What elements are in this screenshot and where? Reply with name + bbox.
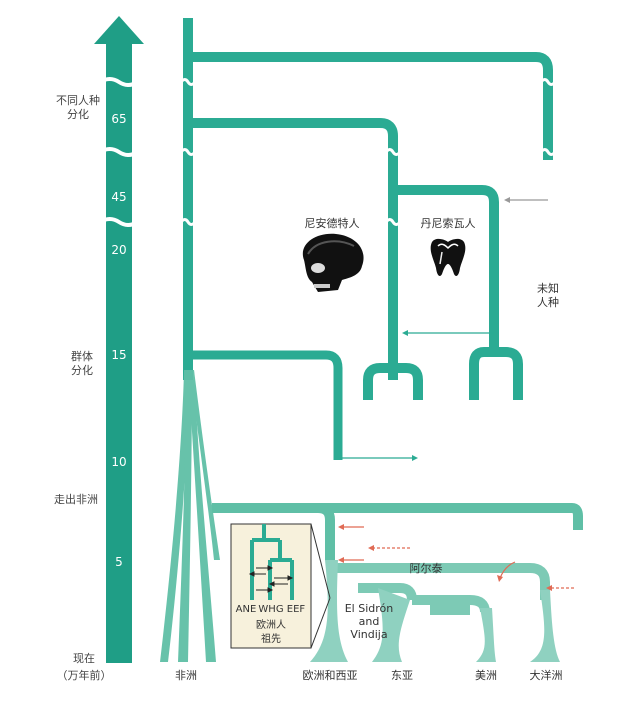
divergence-label-2: 分化 (67, 107, 89, 121)
tick-10: 10 (111, 455, 126, 469)
tooth-icon (430, 238, 466, 276)
divergence-label-1: 不同人种 (56, 93, 100, 107)
unknown-label-2: 人种 (537, 295, 559, 309)
tick-65: 65 (111, 112, 126, 126)
skull-icon (302, 233, 364, 292)
region-americas: 美洲 (475, 669, 497, 682)
africa-splits (188, 350, 343, 460)
time-axis: 65 45 20 15 10 5 (94, 16, 144, 663)
unknown-branch (188, 52, 553, 275)
tag-eef: EEF (287, 604, 306, 615)
tick-5: 5 (115, 555, 123, 569)
tick-15: 15 (111, 348, 126, 362)
region-oceania: 大洋洲 (530, 668, 563, 682)
region-europe-west-asia: 欧洲和西亚 (303, 669, 358, 682)
denisovan-label: 丹尼索瓦人 (421, 216, 476, 230)
arrow-up-icon (94, 16, 144, 44)
european-ancestry-inset: ANE WHG EEF 欧洲人 祖先 (230, 523, 331, 649)
tag-whg: WHG (258, 604, 283, 615)
region-east-asia: 东亚 (391, 669, 413, 682)
africa-lineages (160, 370, 220, 662)
altai-label: 阿尔泰 (410, 561, 443, 575)
present-label-2: （万年前） (57, 668, 112, 682)
inset-caption-2: 祖先 (261, 632, 281, 645)
lineage-bases (310, 560, 560, 662)
out-of-africa-label: 走出非洲 (54, 492, 98, 506)
archaic-branch (188, 118, 499, 380)
tick-20: 20 (111, 243, 126, 257)
gene-flow-arrows (338, 197, 574, 591)
population-label-2: 分化 (71, 363, 93, 377)
inset-caption-1: 欧洲人 (256, 619, 286, 631)
population-label-1: 群体 (71, 349, 93, 363)
unknown-label-1: 未知 (537, 281, 559, 295)
denisovan-lineages (469, 347, 523, 598)
out-of-africa-lineages (212, 503, 583, 560)
tick-45: 45 (111, 190, 126, 204)
region-africa: 非洲 (175, 669, 197, 682)
el-sidron-label-2: and (359, 615, 380, 628)
el-sidron-label-1: El Sidrón (345, 602, 394, 615)
el-sidron-label-3: Vindija (350, 628, 387, 641)
tag-ane: ANE (236, 604, 257, 615)
side-labels: 不同人种 分化 群体 分化 走出非洲 现在 （万年前） (54, 93, 112, 682)
neanderthal-label: 尼安德特人 (305, 216, 360, 230)
present-label-1: 现在 (73, 652, 95, 665)
